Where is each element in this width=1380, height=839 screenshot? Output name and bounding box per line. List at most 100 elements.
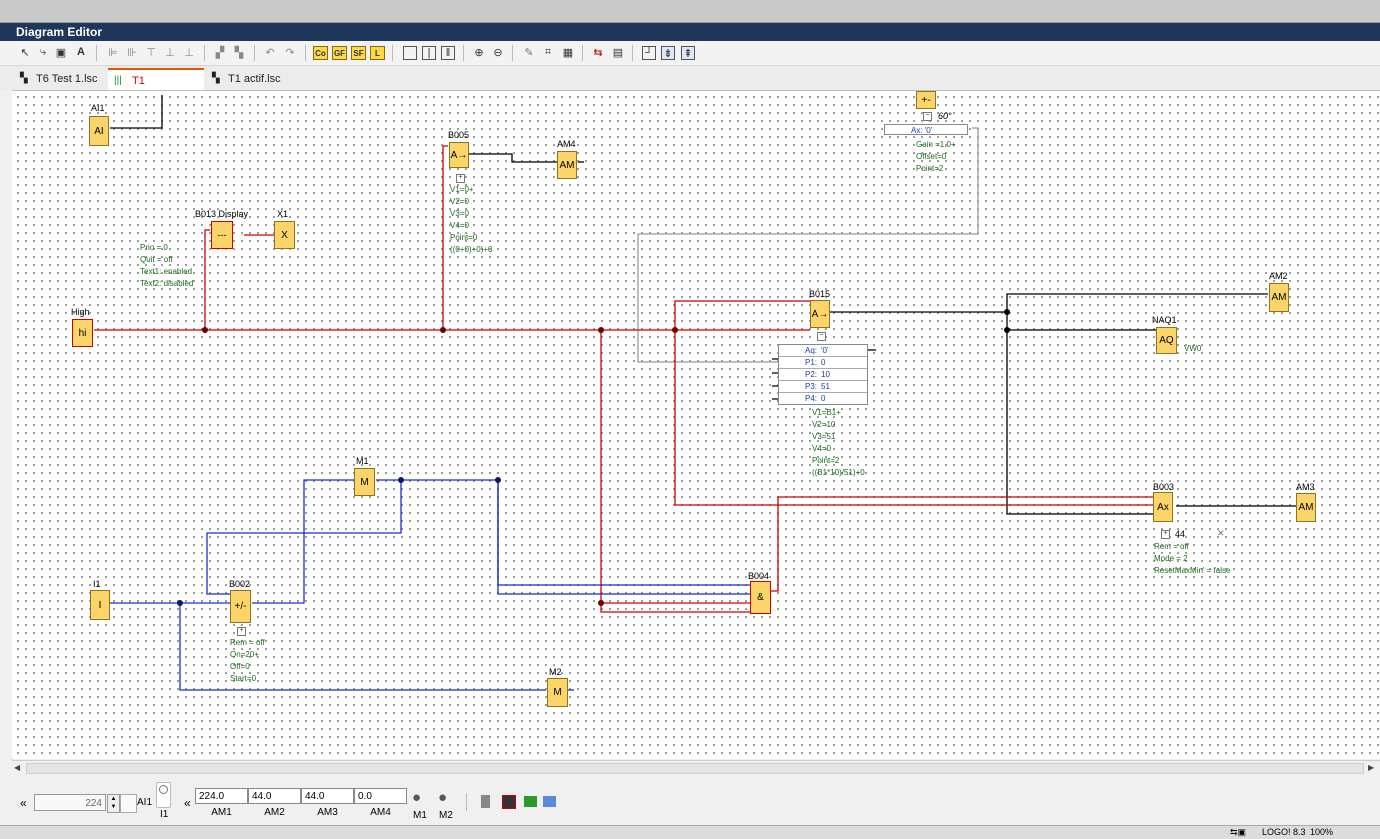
am4-label: AM4	[354, 807, 407, 818]
diagram-editor-titlebar: Diagram Editor	[0, 23, 1380, 41]
param-value: 51	[821, 381, 830, 392]
param-line: V3=51	[812, 431, 865, 443]
analog-spin-input[interactable]: 224	[34, 794, 106, 811]
pencil-icon[interactable]: ✎	[521, 44, 537, 60]
redo-icon[interactable]: ↷	[282, 44, 298, 60]
connection-icon[interactable]: ⇆▣	[1230, 827, 1246, 838]
ladder-icon[interactable]: L	[370, 46, 385, 60]
collapse-left-icon[interactable]: «	[20, 796, 27, 810]
align-up-icon[interactable]: ⇞	[681, 46, 695, 60]
b013-params: Prio = 0 Quit = off Text1: enabled Text2…	[140, 242, 193, 290]
diagram-canvas[interactable]: AI1 AI +- − 60° Ax: '0' Gain =1.0+ Offse…	[12, 91, 1380, 759]
online-test-icon[interactable]: ▤	[610, 44, 626, 60]
m2-flag-block[interactable]: M	[547, 678, 568, 707]
b015-math-block[interactable]: A→	[810, 300, 830, 328]
param-row: P3:51	[779, 381, 867, 393]
simulation-icon[interactable]: ⇆	[590, 44, 606, 60]
spin-box[interactable]	[120, 794, 137, 813]
am1-label: AM1	[195, 807, 248, 818]
switch-knob-icon	[159, 785, 168, 794]
expand-icon[interactable]: +	[237, 627, 246, 636]
align-down-icon[interactable]: ⇟	[661, 46, 675, 60]
device-icon[interactable]	[481, 795, 490, 808]
select-tool-icon[interactable]: ↖	[17, 44, 33, 60]
high-block[interactable]: hi	[72, 319, 93, 347]
step-icon[interactable]: ┘	[642, 46, 656, 60]
ungroup-icon[interactable]: ▚	[231, 44, 247, 60]
expand-icon[interactable]: +	[1161, 530, 1170, 539]
amplifier-block[interactable]: +-	[916, 91, 936, 109]
am3-label: AM3	[301, 807, 354, 818]
angle-label: 60°	[938, 111, 952, 121]
triple-view-icon[interactable]: ‖	[441, 46, 455, 60]
green-grid-icon[interactable]	[524, 796, 537, 807]
am4-block[interactable]: AM	[557, 151, 577, 179]
param-line: V2=10	[812, 419, 865, 431]
param-line: Rem = off	[1154, 541, 1230, 553]
expand-icon[interactable]: +	[456, 174, 465, 183]
param-value: '0'	[821, 345, 829, 356]
ai1-block[interactable]: AI	[89, 116, 109, 146]
i1-input-block[interactable]: I	[90, 590, 110, 620]
editor-title: Diagram Editor	[16, 25, 102, 39]
tab-t1-active[interactable]: |||T1 active.lsc✕	[108, 68, 204, 90]
scroll-thumb[interactable]	[26, 763, 1364, 774]
scroll-right-icon[interactable]: ▶	[1368, 763, 1374, 772]
align-bottom-icon[interactable]: ⊥	[181, 44, 197, 60]
stop-icon[interactable]	[502, 795, 516, 809]
b003-analog-block[interactable]: Ax	[1153, 492, 1173, 522]
m1-flag-block[interactable]: M	[354, 468, 375, 496]
param-line: V4=0	[450, 220, 492, 232]
tab-t1-actif[interactable]: ▚T1 actif.lsc	[206, 68, 291, 90]
spin-buttons[interactable]: ▲▼	[107, 794, 120, 813]
gf-icon[interactable]: GF	[332, 46, 347, 60]
diagram-file-icon: ▚	[20, 68, 28, 90]
b004-and-block[interactable]: &	[750, 581, 771, 614]
align-top-icon[interactable]: ⊤	[143, 44, 159, 60]
scroll-left-icon[interactable]: ◀	[14, 763, 20, 772]
file-tabs: ▚T6 Test 1.lsc |||T1 active.lsc✕ ▚T1 act…	[0, 66, 1380, 91]
x1-name: X1	[277, 209, 288, 219]
constants-icon[interactable]: Co	[313, 46, 328, 60]
align-middle-icon[interactable]: ⊥	[162, 44, 178, 60]
undo-icon[interactable]: ↶	[262, 44, 278, 60]
collapse-icon[interactable]: −	[817, 332, 826, 341]
split-view-icon[interactable]: |	[422, 46, 436, 60]
am2-block[interactable]: AM	[1269, 283, 1289, 312]
tab-t6-test1[interactable]: ▚T6 Test 1.lsc	[14, 68, 108, 90]
sf-icon[interactable]: SF	[351, 46, 366, 60]
blue-grid-icon[interactable]	[543, 796, 556, 807]
single-view-icon[interactable]	[403, 46, 417, 60]
block-tool-icon[interactable]: ▣	[53, 44, 69, 60]
expand-icon[interactable]: −	[923, 112, 932, 121]
connect-tool-icon[interactable]: ⤷	[35, 44, 51, 60]
ai1-name: AI1	[91, 103, 105, 113]
horizontal-scrollbar[interactable]: ◀ ▶	[12, 760, 1380, 775]
tag-icon[interactable]: ⌗	[540, 44, 556, 60]
collapse-mid-icon[interactable]: «	[184, 796, 191, 810]
align-left-icon[interactable]: ⊫	[105, 44, 121, 60]
group-icon[interactable]: ▞	[212, 44, 228, 60]
align-center-icon[interactable]: ⊪	[124, 44, 140, 60]
panel-separator	[466, 793, 467, 811]
am3-block[interactable]: AM	[1296, 493, 1316, 522]
m1-name: M1	[356, 456, 369, 466]
param-key: Aq:	[779, 345, 821, 356]
b005-math-block[interactable]: A→	[449, 142, 469, 168]
naq1-address: VW0	[1184, 343, 1201, 355]
b002-counter-block[interactable]: +/-	[230, 590, 251, 623]
i1-switch[interactable]	[156, 782, 171, 808]
b013-message-block[interactable]: ---	[211, 221, 233, 249]
text-tool-icon[interactable]: A	[73, 44, 89, 60]
zoom-out-icon[interactable]: ⊖	[490, 44, 506, 60]
naq1-block[interactable]: AQ	[1156, 327, 1177, 354]
b003-params: Rem = off Mode = 2 ResetMaxMin' = false	[1154, 541, 1230, 577]
x1-block[interactable]: X	[274, 221, 295, 249]
grid-icon[interactable]: ▦	[560, 44, 576, 60]
m1-lamp-icon: ●	[412, 789, 421, 806]
param-value: 0	[821, 357, 825, 368]
amp-params: Gain =1.0+ Offset=0 Point=2	[916, 139, 956, 175]
close-icon[interactable]: ✕	[1217, 528, 1225, 539]
toolbar-separator	[305, 45, 306, 61]
zoom-in-icon[interactable]: ⊕	[471, 44, 487, 60]
